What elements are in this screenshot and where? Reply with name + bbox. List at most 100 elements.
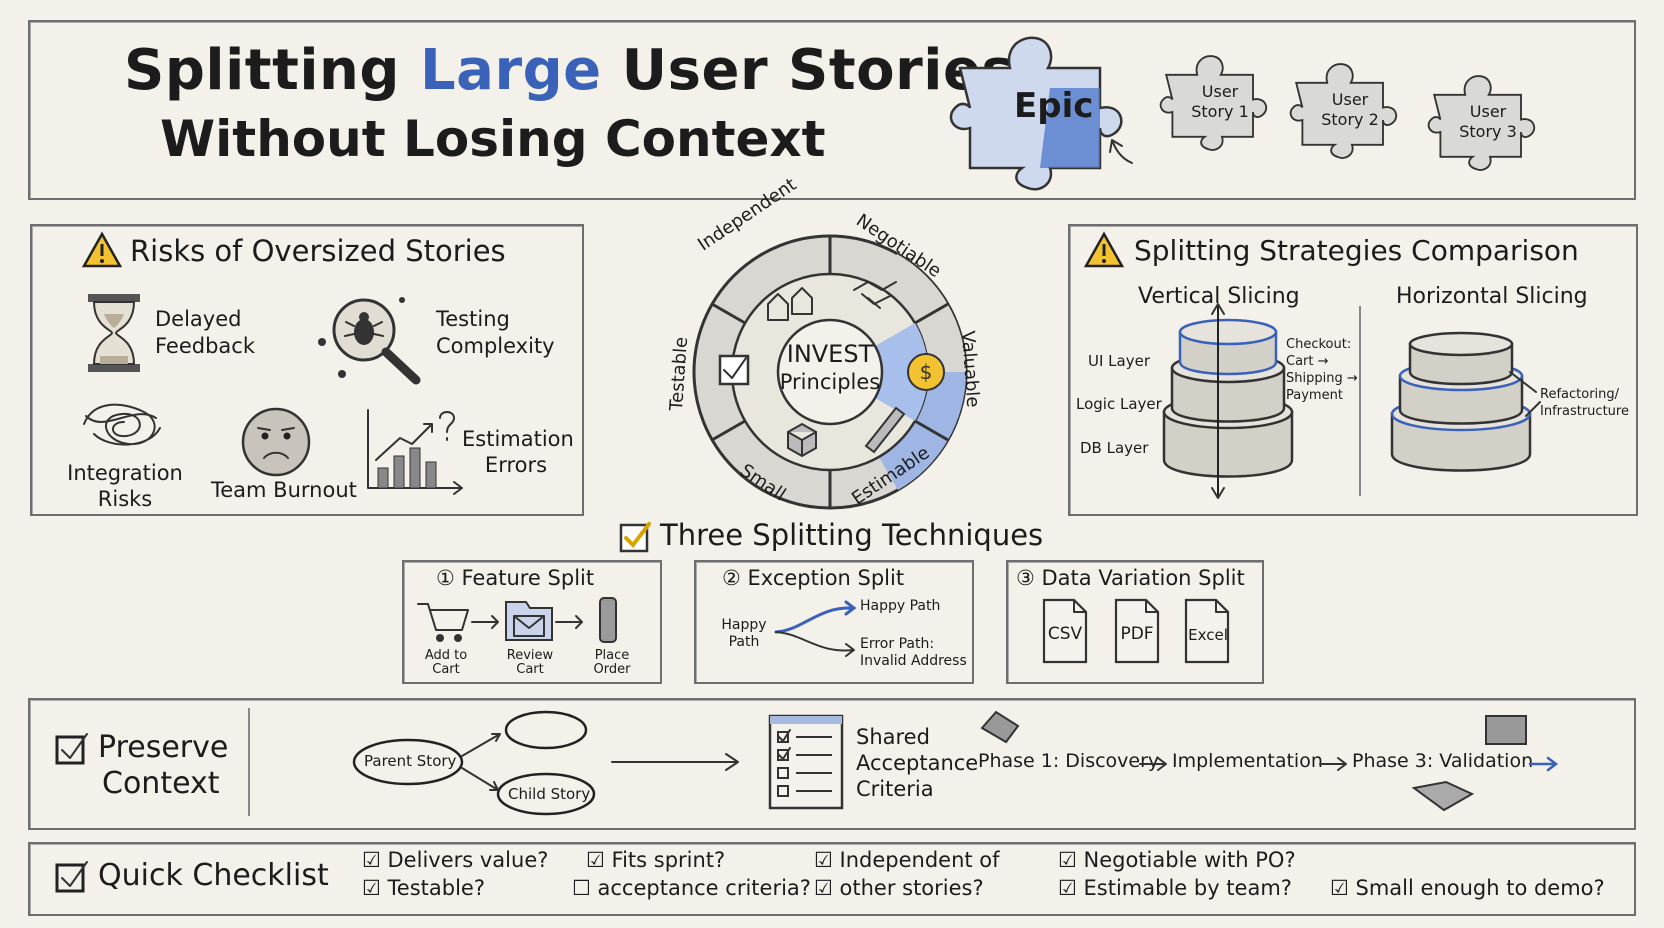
phase-icons: [980, 710, 1527, 812]
risk-integration: Integration Risks: [67, 461, 183, 511]
risk-delayed-feedback: Delayed Feedback: [155, 307, 256, 358]
risks-title: Risks of Oversized Stories: [130, 234, 506, 268]
techniques-title: Three Splitting Techniques: [660, 518, 1044, 552]
checklist-check-icon: [55, 861, 88, 893]
invest-wheel: $: [692, 234, 968, 510]
exception-branch: [774, 600, 857, 657]
exception-happy: Happy Path: [860, 598, 941, 614]
story-3-puzzle-icon: [1427, 75, 1536, 171]
title-line-1: Splitting Large User Stories: [124, 38, 1015, 103]
envelope-folder-icon: [505, 601, 553, 641]
phase-arrow-3: [1528, 756, 1559, 772]
checklist-text-9: Small enough to demo?: [1355, 876, 1605, 900]
handshake-icon: [853, 281, 897, 309]
checklist-item-2: ☑ Testable?: [362, 876, 485, 900]
checklist-text-6: other stories?: [839, 876, 984, 900]
risk-team-burnout: Team Burnout: [211, 478, 357, 502]
layer-ui: UI Layer: [1088, 352, 1150, 370]
vertical-cake-icon: [1162, 303, 1294, 499]
invest-center-line-1: INVEST: [786, 340, 874, 368]
cube-icon: [787, 422, 817, 458]
title-highlight: Large: [420, 38, 602, 103]
tangle-icon: [83, 403, 161, 446]
epic-puzzle-icon: [949, 36, 1123, 191]
sad-face-icon: [241, 407, 311, 477]
invest-testable: Testable: [666, 336, 693, 412]
cart-icon: [417, 603, 469, 642]
phase-2-label: Implementation: [1172, 750, 1323, 772]
checklist-item-8: ☑ Estimable by team?: [1058, 876, 1292, 900]
format-csv: CSV: [1047, 624, 1083, 644]
checklist-text-8: Estimable by team?: [1083, 876, 1292, 900]
phone-icon: [599, 597, 617, 643]
warning-icon: [81, 231, 123, 268]
feature-step-2: Review Cart: [506, 648, 554, 677]
csv-file-icon: [1042, 598, 1088, 664]
story-1-label: User Story 1: [1191, 82, 1249, 121]
invest-valuable: Valuable: [957, 330, 984, 409]
checklist-item-4: ☐ acceptance criteria?: [572, 876, 811, 900]
checklist-item-6: ☑ other stories?: [814, 876, 984, 900]
houses-icon: [767, 287, 813, 321]
tablet-icon: [1485, 715, 1527, 745]
header-panel: [28, 20, 1636, 200]
pencil-notes-icon: [980, 710, 1020, 744]
feature-step-3: Place Order: [593, 648, 631, 677]
feature-split-title: ① Feature Split: [436, 566, 595, 590]
exception-split-title: ② Exception Split: [722, 566, 905, 590]
checklist-text-2: Testable?: [387, 876, 485, 900]
child-story-label: Child Story: [508, 785, 591, 803]
format-excel: Excel: [1188, 626, 1228, 644]
checklist-item-9: ☑ Small enough to demo?: [1330, 876, 1605, 900]
feature-split-flow: [417, 597, 617, 643]
strategies-panel: [1068, 224, 1638, 516]
data-variation-title: ③ Data Variation Split: [1016, 566, 1245, 590]
risks-panel: [30, 224, 584, 516]
checklist-text-5: Independent of: [839, 848, 1000, 872]
svg-text:$: $: [920, 360, 933, 384]
strategies-divider: [1359, 306, 1361, 496]
title-line-2: Without Losing Context: [160, 110, 826, 168]
format-pdf: PDF: [1120, 624, 1154, 644]
shared-criteria-label: Shared Acceptance Criteria: [856, 725, 979, 801]
vertical-note: Checkout: Cart → Shipping → Payment: [1286, 337, 1358, 403]
exception-split-card: [694, 560, 974, 684]
risk-estimation-errors: Estimation Errors: [462, 427, 574, 477]
horizontal-note: Refactoring/ Infrastructure: [1540, 387, 1629, 419]
book-icon: [1411, 780, 1475, 812]
checkbox-icon: [718, 354, 750, 386]
checklist-text-3: Fits sprint?: [611, 848, 726, 872]
bug-magnifier-icon: [318, 297, 421, 385]
checklist-item-5: ☑ Independent of: [814, 848, 1000, 872]
phase-arrow-2: [1319, 757, 1347, 771]
preserve-title-1: Preserve: [98, 730, 229, 765]
criteria-clipboard-icon: [768, 714, 844, 810]
checklist-text-4: acceptance criteria?: [597, 876, 811, 900]
horizontal-cake-icon: [1390, 331, 1541, 472]
feature-step-1: Add to Cart: [424, 648, 468, 677]
risk-testing-complexity: Testing Complexity: [436, 307, 555, 358]
checklist-text-7: Negotiable with PO?: [1083, 848, 1296, 872]
hourglass-icon: [88, 294, 140, 372]
strategies-title: Splitting Strategies Comparison: [1134, 234, 1579, 267]
excel-file-icon: [1184, 598, 1230, 664]
checklist-item-7: ☑ Negotiable with PO?: [1058, 848, 1296, 872]
title-part-1: Splitting: [124, 38, 420, 103]
epic-label: Epic: [1014, 86, 1094, 126]
layer-logic: Logic Layer: [1076, 395, 1162, 413]
title-part-2: User Stories: [601, 38, 1016, 103]
preserve-context-panel: [28, 698, 1636, 830]
phase-3-label: Phase 3: Validation: [1352, 750, 1534, 772]
horizontal-title: Horizontal Slicing: [1396, 284, 1588, 309]
puzzle-graphic: [949, 36, 1536, 191]
story-3-label: User Story 3: [1459, 102, 1517, 141]
feature-split-card: [402, 560, 662, 684]
invest-center-line-2: Principles: [779, 370, 881, 394]
phase-arrow-1: [1139, 757, 1167, 771]
story-1-puzzle-icon: [1159, 55, 1268, 151]
exception-start: Happy Path: [721, 617, 767, 650]
layer-db: DB Layer: [1080, 439, 1149, 457]
story-2-puzzle-icon: [1289, 63, 1398, 159]
bar-chart-question-icon: [367, 409, 463, 495]
parent-story-label: Parent Story: [364, 752, 457, 770]
